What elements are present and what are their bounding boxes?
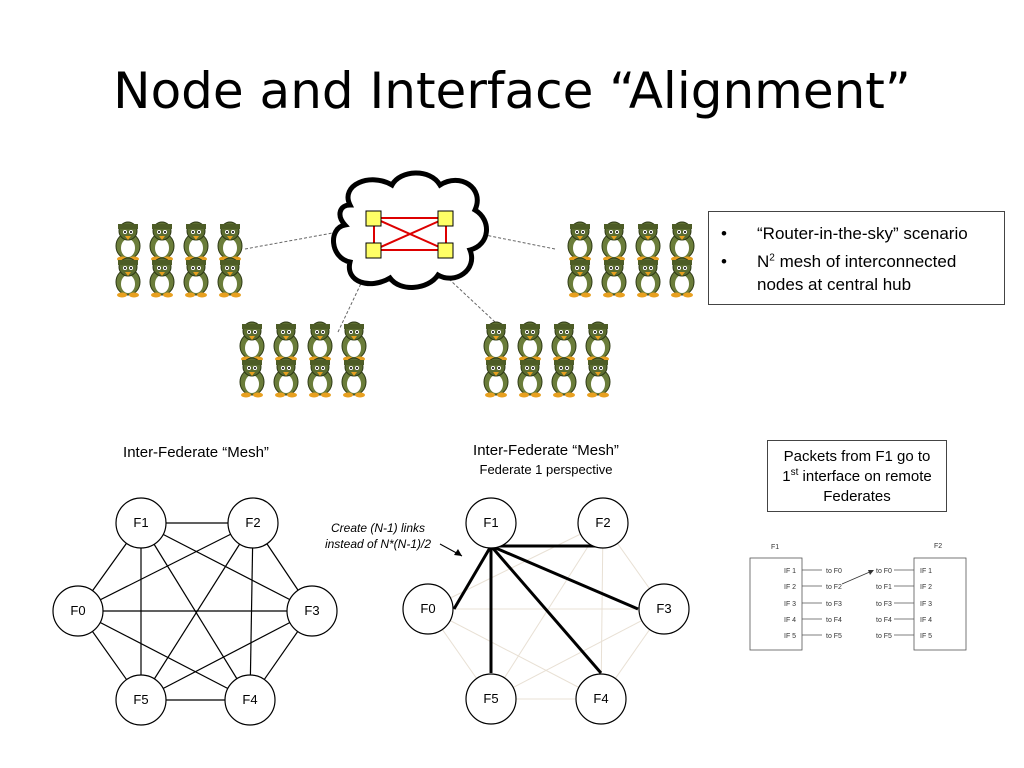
node-label-f2: F2 <box>245 515 260 530</box>
f1-if-label: IF 3 <box>784 601 796 608</box>
bullet-text: “Router-in-the-sky” scenario <box>757 224 968 243</box>
bullet-dot: • <box>721 252 727 271</box>
f2-if-label: IF 3 <box>920 601 932 608</box>
packets-line-2-sup: st <box>790 467 799 478</box>
packets-line-2-num: 1 <box>782 468 791 485</box>
packets-note-box: Packets from F1 go to 1st interface on r… <box>767 440 947 512</box>
node-label-f5: F5 <box>133 692 148 707</box>
node-label-f5: F5 <box>483 691 498 706</box>
f2-if-label: IF 1 <box>920 568 932 575</box>
router-cloud-scenario <box>115 170 695 398</box>
node-label-f4: F4 <box>242 692 257 707</box>
f2-target-label: to F5 <box>876 633 892 640</box>
node-label-f3: F3 <box>656 601 671 616</box>
f1-if-label: IF 1 <box>784 568 796 575</box>
f1-if-label: IF 4 <box>784 617 796 624</box>
f1-interface-box <box>749 557 803 651</box>
packets-line-2-rest: interface on remote <box>798 468 932 485</box>
node-f5 <box>465 673 517 725</box>
f2-target-label: to F4 <box>876 617 892 624</box>
penguin-group-bottom-right <box>483 321 611 398</box>
f2-if-label: IF 5 <box>920 633 932 640</box>
node-label-f0: F0 <box>420 601 435 616</box>
node-label-f1: F1 <box>133 515 148 530</box>
penguin-group-top-right <box>567 221 695 298</box>
packets-line-3: Federates <box>823 488 891 505</box>
federate-mesh-subcaption: Federate 1 perspective <box>479 462 613 477</box>
bullet-dot: • <box>721 224 727 243</box>
full-mesh-caption: Inter-Federate “Mesh” <box>123 444 269 461</box>
bullet-item-n2-mesh: • N2 mesh of interconnected nodes at cen… <box>709 250 1004 296</box>
bullet-item-router-in-sky: • “Router-in-the-sky” scenario <box>709 222 1004 245</box>
node-f1 <box>465 497 517 549</box>
node-label-f2: F2 <box>595 515 610 530</box>
f1-target-label: to F4 <box>826 617 842 624</box>
node-f2 <box>227 497 279 549</box>
f1-target-label: to F3 <box>826 601 842 608</box>
node-f4 <box>224 674 276 726</box>
f2-if-label: IF 4 <box>920 617 932 624</box>
federate-mesh-caption: Inter-Federate “Mesh” <box>473 442 619 459</box>
cloud-shape <box>331 170 489 290</box>
mesh-diagrams: F1 F2 F3 F4 F5 F0 <box>52 497 967 726</box>
cloud-routers <box>365 210 454 259</box>
full-mesh-edges <box>77 522 313 701</box>
bullet-text-post: mesh of interconnected nodes at central … <box>757 252 957 294</box>
node-f3 <box>286 585 338 637</box>
note-arrow <box>439 543 463 557</box>
node-f4 <box>575 673 627 725</box>
packets-line-1: Packets from F1 go to <box>783 448 931 465</box>
f1-target-label: to F5 <box>826 633 842 640</box>
f1-target-label: to F0 <box>826 568 842 575</box>
f2-if-label: IF 2 <box>920 584 932 591</box>
penguin-group-top-left <box>115 221 243 298</box>
f1-if-label: IF 5 <box>784 633 796 640</box>
f2-target-label: to F1 <box>876 584 892 591</box>
slide-title: Node and Interface “Alignment” <box>113 62 911 120</box>
node-f1 <box>115 497 167 549</box>
penguin-group-bottom-left <box>239 321 367 398</box>
node-f3 <box>638 583 690 635</box>
f1-if-label: IF 2 <box>784 584 796 591</box>
node-f5 <box>115 674 167 726</box>
f2-target-label: to F3 <box>876 601 892 608</box>
packets-line-2: 1st interface on remote <box>768 467 946 487</box>
bullet-text-pre: N <box>757 252 770 271</box>
f2-target-label: to F0 <box>876 568 892 575</box>
node-label-f1: F1 <box>483 515 498 530</box>
node-f0 <box>52 585 104 637</box>
node-label-f0: F0 <box>70 603 85 618</box>
node-f0 <box>402 583 454 635</box>
full-mesh-diagram: F1 F2 F3 F4 F5 F0 <box>52 497 338 726</box>
f2-interface-box <box>913 557 967 651</box>
links-note: Create (N-1) links instead of N*(N-1)/2 <box>324 521 432 551</box>
node-f2 <box>577 497 629 549</box>
interface-right-label: F2 <box>934 543 942 550</box>
bullet-superscript: 2 <box>769 252 775 264</box>
node-label-f4: F4 <box>593 691 608 706</box>
interface-arrow <box>841 570 874 585</box>
f1-links <box>452 544 639 674</box>
interface-left-label: F1 <box>771 544 779 551</box>
scenario-bullet-box: • “Router-in-the-sky” scenario • N2 mesh… <box>708 211 1005 305</box>
interface-mapping-diagram: F1 F2 IF 1 IF 2 IF 3 IF 4 IF 5 to F0 to … <box>749 543 967 651</box>
node-label-f3: F3 <box>304 603 319 618</box>
f1-target-label: to F2 <box>826 584 842 591</box>
federate-mesh-diagram: F1 F2 F3 F4 F5 F0 <box>402 497 690 725</box>
